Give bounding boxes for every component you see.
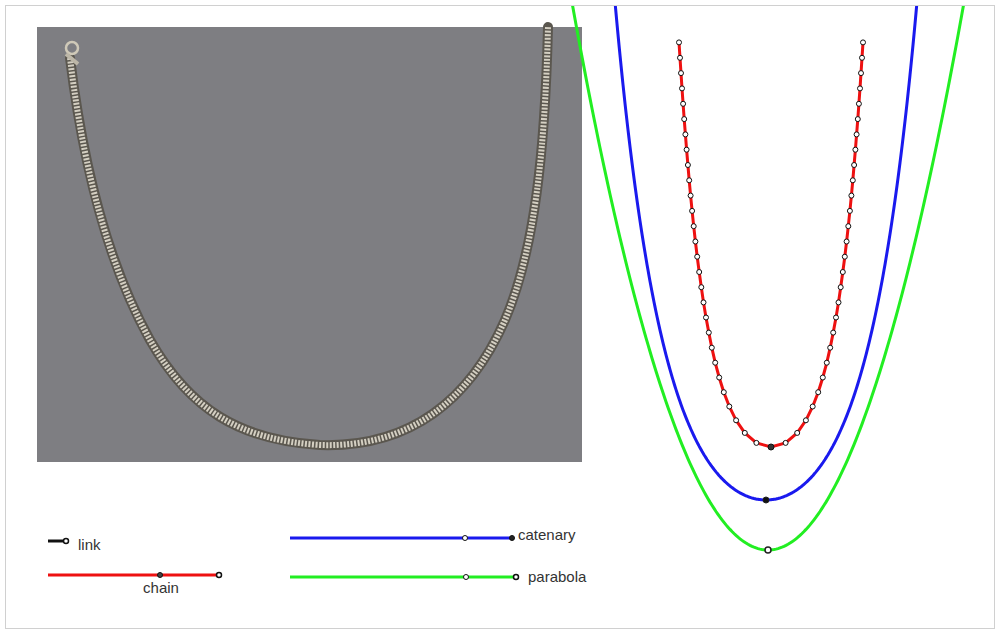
chain-link-joint (697, 270, 702, 275)
parabola-sample (290, 576, 515, 579)
chain-link-joint (768, 444, 774, 450)
chain-link-joint (850, 178, 855, 183)
chain-link-joint (680, 86, 685, 91)
chain-sample-dot (158, 573, 163, 578)
chain-link-joint (688, 193, 693, 198)
photo-chain (70, 27, 548, 445)
chain-link-joint (849, 193, 854, 198)
chain-link-joint (858, 86, 863, 91)
frame (6, 6, 995, 629)
catenary-sample-end (510, 536, 515, 541)
chain-link-joint (683, 132, 688, 137)
chain-link-joint (681, 101, 686, 106)
chain-link-joint (842, 254, 847, 259)
chain-link-joint (734, 418, 739, 423)
chain-link-joint (844, 239, 849, 244)
chain-link-joint (853, 147, 858, 152)
chain-link-joint (699, 285, 704, 290)
chain-link-joint (859, 71, 864, 76)
chain-link-joint (856, 101, 861, 106)
chain-link-joint (687, 178, 692, 183)
link-sample (48, 540, 64, 543)
chain-link-joint (803, 418, 808, 423)
chain-link-joint (679, 71, 684, 76)
parabola-sample-end (514, 575, 519, 580)
chain-link-joint (854, 132, 859, 137)
chain-link-joint (690, 208, 695, 213)
parabola-vertex (765, 547, 771, 553)
chain-sample (48, 574, 219, 577)
chain-link-joint (685, 163, 690, 168)
chain-link-joint (701, 300, 706, 305)
chain-links (677, 40, 866, 450)
chain-link-joint (677, 40, 682, 45)
chain-link-joint (860, 55, 865, 60)
catenary-curve (600, 6, 935, 500)
photo-chain-shadow (70, 27, 548, 445)
photo-clasp (66, 42, 78, 54)
parabola-sample-dot (464, 575, 469, 580)
chain-link-joint (678, 55, 683, 60)
chain-link-joint (846, 224, 851, 229)
chain-link-joint (742, 430, 747, 435)
chain-link-joint (717, 375, 722, 380)
chain-link-joint (727, 404, 732, 409)
chain-link-joint (684, 147, 689, 152)
link-sample-end (64, 539, 69, 544)
chain-link-joint (855, 117, 860, 122)
chain-curve (679, 42, 863, 447)
catenary-sample (290, 537, 512, 540)
chain-link-joint (795, 430, 800, 435)
chain-link-joint (704, 315, 709, 320)
chain-link-joint (836, 300, 841, 305)
legend-label: parabola (528, 568, 586, 586)
chain-link-joint (861, 40, 866, 45)
chain-link-joint (838, 285, 843, 290)
chain-link-joint (816, 390, 821, 395)
chain-link-joint (721, 390, 726, 395)
catenary-sample-dot (463, 536, 468, 541)
chain-link-joint (754, 440, 759, 445)
chain-link-joint (709, 345, 714, 350)
chain-link-joint (810, 404, 815, 409)
chain-link-joint (834, 315, 839, 320)
legend-label: chain (143, 579, 179, 597)
chain-link-joint (682, 117, 687, 122)
chain-link-joint (820, 375, 825, 380)
chain-link-joint (852, 163, 857, 168)
chain-link-joint (847, 208, 852, 213)
chain-link-joint (824, 360, 829, 365)
legend-label: catenary (518, 526, 576, 544)
chain-link-joint (695, 254, 700, 259)
photo-ground (37, 27, 582, 462)
chain-link-joint (693, 239, 698, 244)
chain-link-joint (840, 270, 845, 275)
chain-link-joint (828, 345, 833, 350)
chain-link-joint (691, 224, 696, 229)
photo-clasp-end (66, 54, 78, 64)
chain-link-joint (831, 330, 836, 335)
catenary-vertex (763, 497, 769, 503)
chain-link-joint (706, 330, 711, 335)
chain-sample-end (217, 573, 222, 578)
legend-label: link (78, 536, 101, 554)
chain-link-joint (713, 360, 718, 365)
chain-link-joint (783, 440, 788, 445)
